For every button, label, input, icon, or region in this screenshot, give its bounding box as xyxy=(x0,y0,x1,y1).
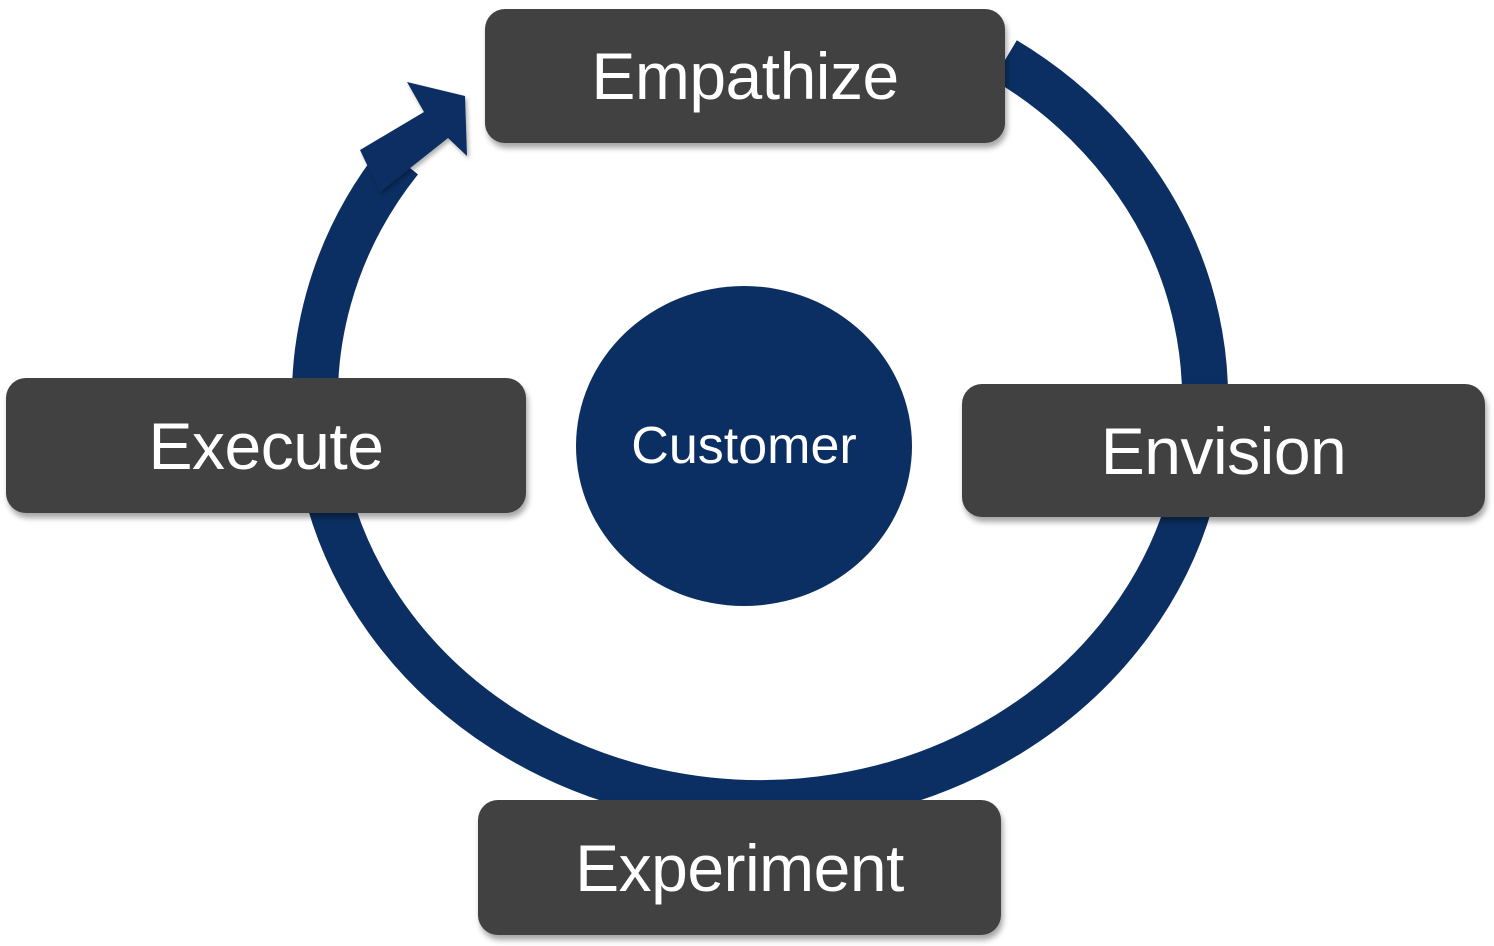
stage-label: Execute xyxy=(148,408,384,483)
customer-label: Customer xyxy=(631,417,857,475)
cycle-arrowhead-icon xyxy=(360,82,467,192)
stage-label: Empathize xyxy=(591,39,899,113)
stage-empathize: Empathize xyxy=(485,9,1005,143)
stage-label: Envision xyxy=(1100,413,1347,488)
stage-experiment: Experiment xyxy=(478,800,1001,935)
stage-execute: Execute xyxy=(6,378,526,513)
stage-label: Experiment xyxy=(575,830,904,905)
customer-center-node: Customer xyxy=(576,286,912,606)
stage-envision: Envision xyxy=(962,384,1485,517)
